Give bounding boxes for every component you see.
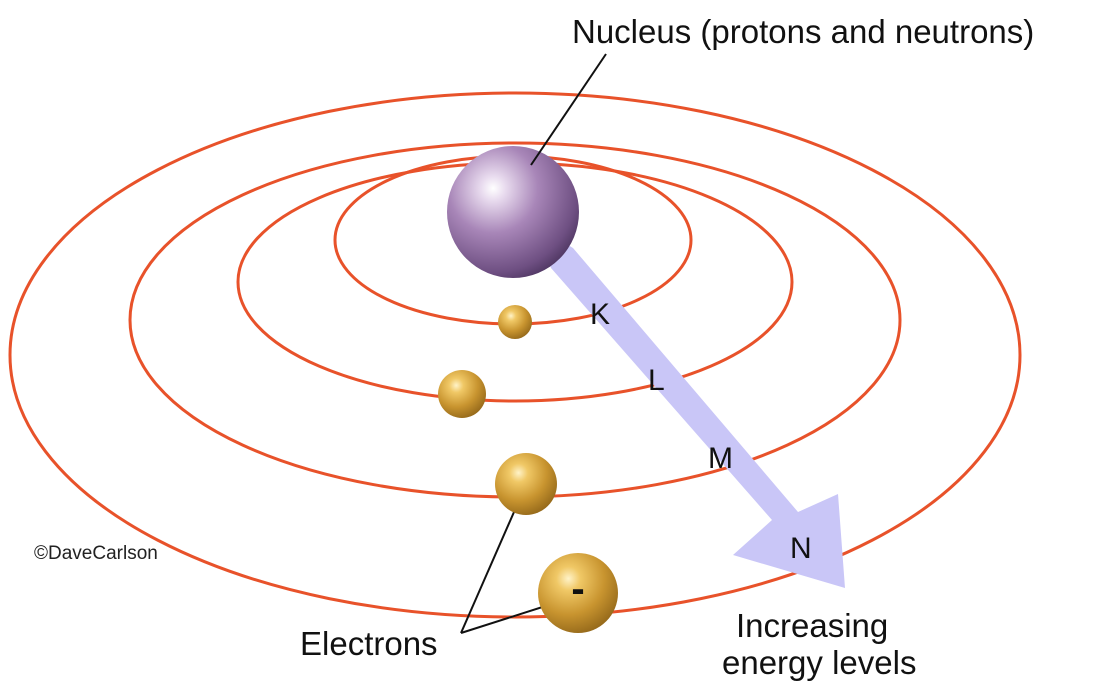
energy-levels-label-line1: Increasing	[736, 607, 888, 644]
electron-m	[495, 453, 557, 515]
electron-l	[438, 370, 486, 418]
level-label-k: K	[590, 298, 610, 331]
copyright-label: ©DaveCarlson	[34, 543, 158, 564]
energy-levels-label-line2: energy levels	[722, 644, 916, 681]
electron-n	[538, 553, 618, 633]
electrons: -	[438, 305, 618, 633]
electron-k	[498, 305, 532, 339]
energy-arrow	[537, 226, 845, 588]
electron-charge-symbol: -	[571, 567, 584, 611]
electron-leader-line-upper	[460, 511, 515, 634]
level-label-n: N	[790, 532, 812, 565]
electrons-label: Electrons	[300, 625, 438, 662]
leader-lines	[460, 53, 607, 634]
electron-leader-line-lower	[460, 602, 556, 634]
orbit-n	[8, 91, 1022, 619]
nucleus	[447, 146, 579, 278]
nucleus-leader-line	[530, 53, 607, 166]
energy-level-labels: K L M N	[590, 298, 812, 565]
level-label-m: M	[708, 442, 733, 475]
level-label-l: L	[648, 364, 665, 397]
nucleus-label: Nucleus (protons and neutrons)	[572, 13, 1034, 50]
